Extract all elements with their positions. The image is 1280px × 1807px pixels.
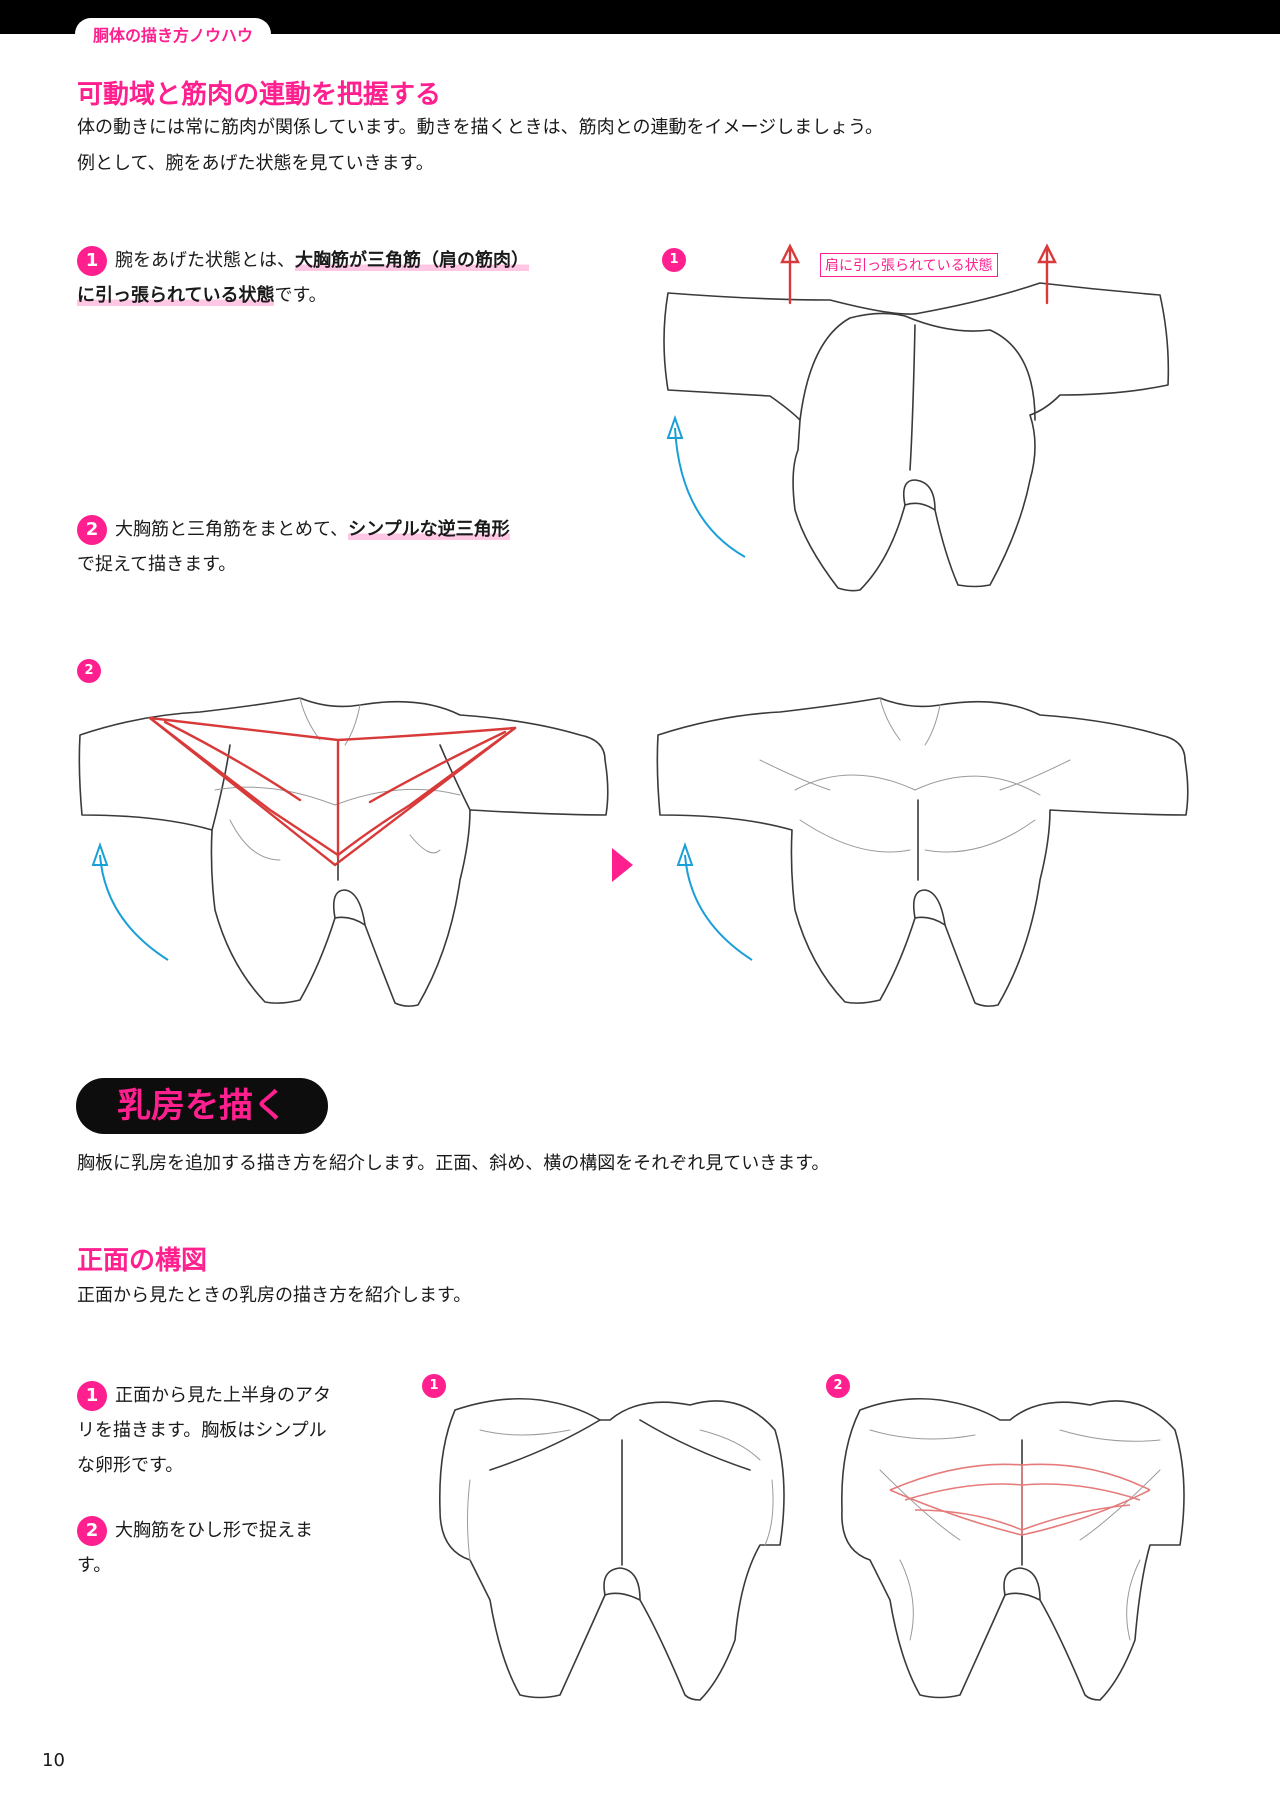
chapter-tab: 胴体の描き方ノウハウ — [75, 18, 272, 52]
figure-1-badge: 1 — [662, 248, 686, 272]
sub-heading: 正面の構図 — [77, 1246, 208, 1276]
s2-step-2-number: 2 — [77, 1516, 107, 1546]
next-arrow-icon — [612, 848, 633, 882]
figure-1-callout: 肩に引っ張られている状態 — [820, 253, 998, 277]
s2-step-1-number: 1 — [77, 1381, 107, 1411]
figure-3-badge: 1 — [422, 1374, 446, 1398]
section-title-pill: 乳房を描く — [76, 1078, 328, 1134]
intro-line-1: 体の動きには常に筋肉が関係しています。動きを描くときは、筋肉との連動をイメージし… — [77, 117, 884, 138]
section-heading: 可動域と筋肉の連動を把握する — [77, 80, 442, 110]
figure-2-badge: 2 — [77, 659, 101, 683]
step-2-number: 2 — [77, 515, 107, 545]
intro-line-2: 例として、腕をあげた状態を見ていきます。 — [77, 153, 434, 174]
figure-4-badge: 2 — [826, 1374, 850, 1398]
step-1-number: 1 — [77, 246, 107, 276]
sub-intro: 正面から見たときの乳房の描き方を紹介します。 — [77, 1285, 472, 1306]
section-2-intro: 胸板に乳房を追加する描き方を紹介します。正面、斜め、横の構図をそれぞれ見ていきま… — [77, 1153, 830, 1174]
page-number: 10 — [42, 1750, 65, 1771]
